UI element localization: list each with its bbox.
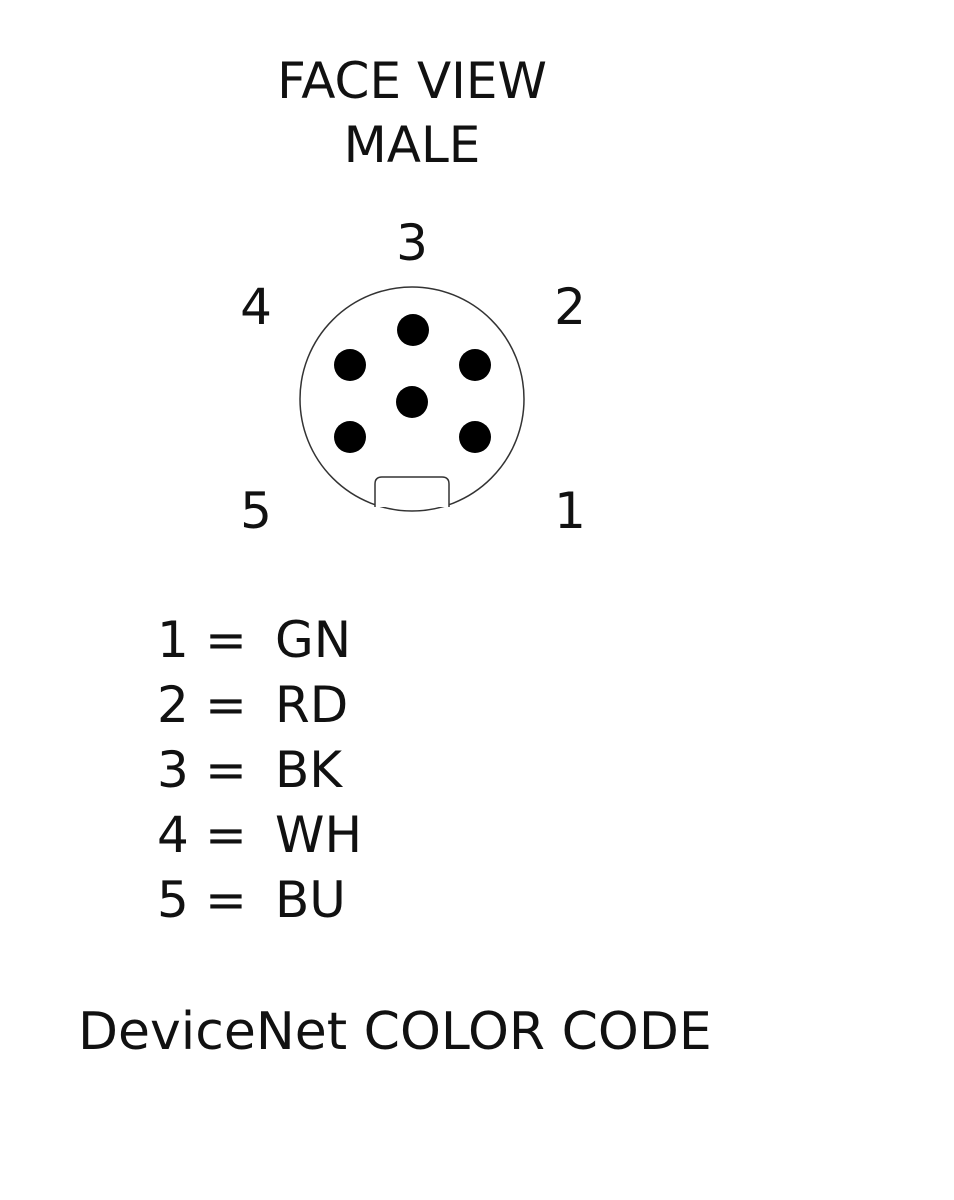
legend-color-code: BK bbox=[275, 741, 343, 799]
pin-2-contact bbox=[459, 349, 491, 381]
pin-label-3: 3 bbox=[396, 214, 428, 272]
legend-color-code: GN bbox=[275, 611, 352, 669]
legend-pin-number: 3 bbox=[157, 741, 189, 799]
legend-equals: = bbox=[205, 676, 247, 734]
legend-row: 3 = BK bbox=[157, 738, 362, 803]
connector-diagram: 3 4 2 5 1 bbox=[240, 214, 586, 540]
pin-center-contact bbox=[396, 386, 428, 418]
legend-equals: = bbox=[205, 871, 247, 929]
legend-row: 5 = BU bbox=[157, 868, 362, 933]
pin-5-contact bbox=[334, 421, 366, 453]
legend-equals: = bbox=[205, 611, 247, 669]
pin-4-contact bbox=[334, 349, 366, 381]
legend-pin-number: 4 bbox=[157, 806, 189, 864]
legend-color-code: BU bbox=[275, 871, 346, 929]
pin-label-1: 1 bbox=[554, 482, 586, 540]
legend-color-code: RD bbox=[275, 676, 349, 734]
legend-equals: = bbox=[205, 806, 247, 864]
title-male: MALE bbox=[343, 116, 481, 174]
title-face-view: FACE VIEW bbox=[277, 52, 547, 110]
caption-color-code: DeviceNet COLOR CODE bbox=[78, 1002, 712, 1062]
legend-row: 4 = WH bbox=[157, 803, 362, 868]
pin-label-2: 2 bbox=[554, 278, 586, 336]
legend-pin-number: 5 bbox=[157, 871, 189, 929]
legend-pin-number: 2 bbox=[157, 676, 189, 734]
keying-notch bbox=[374, 476, 450, 507]
pin-label-4: 4 bbox=[240, 278, 272, 336]
legend-pin-number: 1 bbox=[157, 611, 189, 669]
legend-equals: = bbox=[205, 741, 247, 799]
legend-color-code: WH bbox=[275, 806, 363, 864]
pin-label-5: 5 bbox=[240, 482, 272, 540]
legend-row: 1 = GN bbox=[157, 608, 362, 673]
pin-1-contact bbox=[459, 421, 491, 453]
color-code-legend: 1 = GN 2 = RD 3 = BK 4 = WH 5 = BU bbox=[157, 608, 362, 933]
legend-row: 2 = RD bbox=[157, 673, 362, 738]
pin-3-contact bbox=[397, 314, 429, 346]
